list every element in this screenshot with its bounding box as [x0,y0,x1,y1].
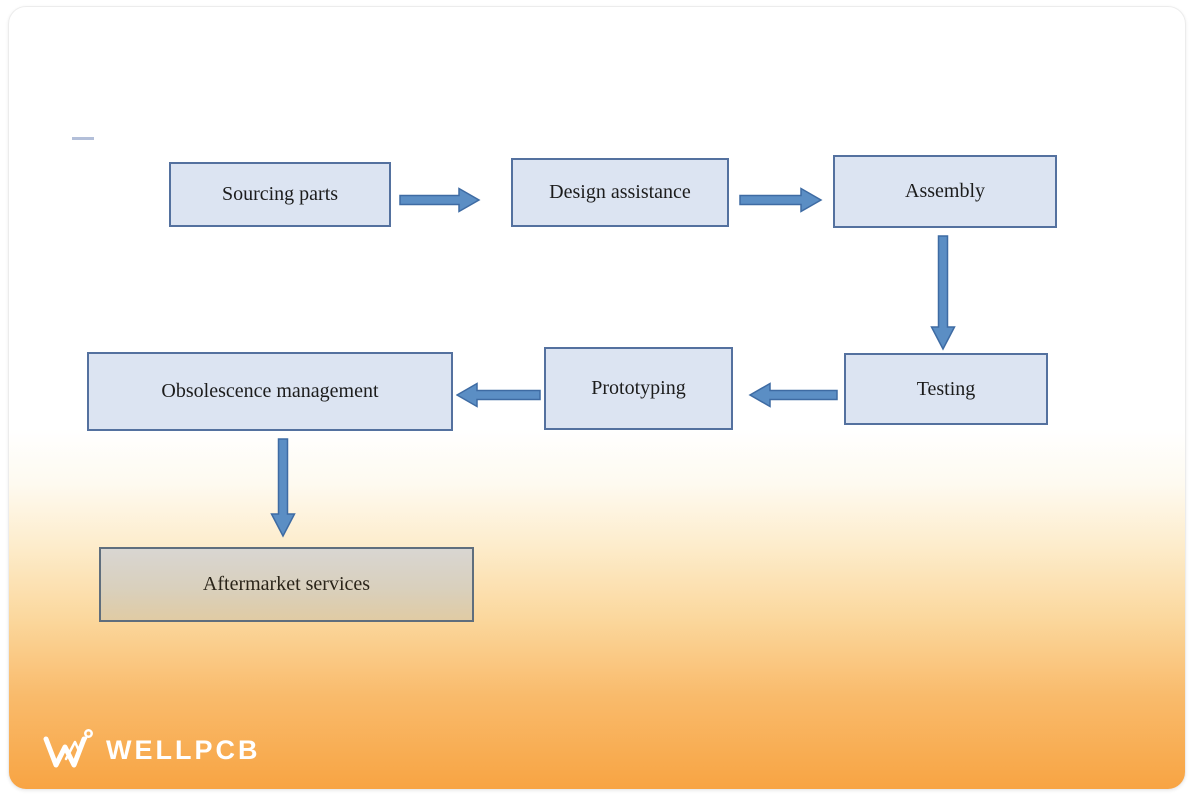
flow-node-sourcing-parts: Sourcing parts [169,162,391,227]
flow-node-design-assistance: Design assistance [511,158,729,227]
flow-node-testing: Testing [844,353,1048,425]
flow-node-label: Design assistance [549,181,691,203]
flow-node-label: Obsolescence management [161,380,379,402]
arrow-left-icon [748,382,838,408]
flow-node-label: Assembly [905,180,985,202]
flow-node-label: Sourcing parts [221,183,339,205]
arrow-left-icon [456,382,541,408]
brand-name: WELLPCB [106,734,261,765]
flow-node-label: Aftermarket services [202,573,371,595]
arrow-down-icon [270,438,296,538]
arrow-right-icon [399,187,481,213]
arrow-right-icon [739,187,823,213]
stray-dash [72,137,94,140]
flow-node-aftermarket-services: Aftermarket services [99,547,474,622]
wellpcb-logo: WELLPCB [42,727,260,773]
flow-node-prototyping: Prototyping [544,347,733,430]
wellpcb-w-mark-icon [43,729,93,768]
flow-node-label: Testing [916,377,976,400]
flow-node-assembly: Assembly [833,155,1057,228]
slide-card: Sourcing parts Design assistance Assembl… [8,6,1186,790]
flow-node-label: Prototyping [591,377,686,399]
arrow-down-icon [930,235,956,351]
flow-node-obsolescence-management: Obsolescence management [87,352,453,431]
